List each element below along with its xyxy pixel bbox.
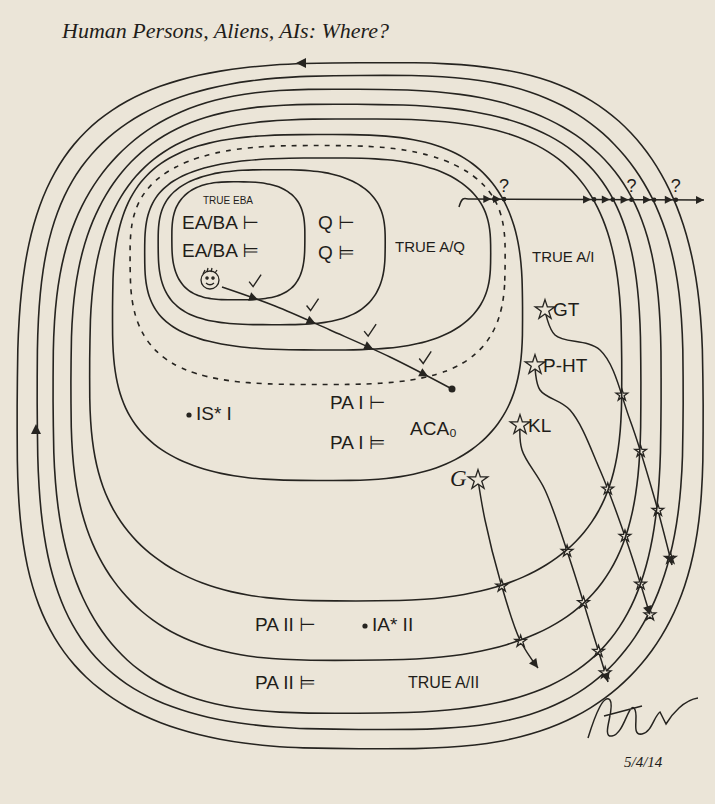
question-mark: ? [499,176,509,197]
check-mark [249,275,261,287]
region-label: Q ⊢ [318,212,355,234]
region-curve [158,170,385,325]
region-curve [145,158,491,350]
trajectory-arrow [222,287,452,389]
face-icon [201,268,219,289]
signature [588,698,698,738]
arrowhead [601,672,610,682]
trajectory-group [31,58,704,682]
arrowhead [602,196,610,204]
region-curve [53,89,661,713]
arrowhead [665,555,674,565]
dashed-curve [130,146,505,385]
region-label: PA I ⊢ [330,392,385,414]
nested-region: PA I ⊢PA I ⊨ACA₀IS* ITRUE A/QQ ⊢Q ⊨TRUE … [112,134,522,480]
theorem-star [510,415,530,434]
face-mouth [206,283,214,285]
nested-region: TRUE A/I PA I ⊢ PA I ⊨ ACA₀ IS* I TRUE A/Q Q ⊢… [90,118,622,600]
title: Human Persons, Aliens, AIs: Where? [62,18,389,43]
nested-region: PA II ⊨TRUE A/IIPA II ⊢IA* IITRUE A/IPA … [54,90,662,714]
face-eye [206,277,208,279]
theorem-star [468,470,488,489]
end-dot [449,386,456,393]
region-outline [112,134,522,480]
arrowhead [363,341,373,349]
region-label: ACA₀ [410,418,457,440]
star-trajectory [545,310,672,565]
check-mark [307,299,319,311]
outer-curve [17,63,703,749]
crossing-star [652,504,664,515]
arrowhead [665,196,673,204]
check-mark [419,351,431,363]
theorem-label: G [450,466,467,492]
nested-region: PA II ⊢ IA* II TRUE A/I PA I ⊢ PA I ⊨ ACA₀ IS*… [72,104,642,660]
point-dot [362,623,367,628]
question-mark: ? [671,176,681,197]
crossing-dot [673,197,678,202]
crossing-star [593,645,605,656]
region-label: EA/BA ⊢ [182,212,259,234]
nested-region: Q ⊢ Q ⊨ TRUE EBA EA/BA ⊢ EA/BA ⊨ [158,170,385,325]
arrowhead [643,196,651,204]
nested-region: TRUE A/Q Q ⊢ Q ⊨ TRUE EBA EA/BA ⊢ EA/BA ⊨ [144,158,490,350]
crossing-dot [652,197,657,202]
region-label: PA II ⊢ [255,614,316,636]
arrowhead [493,195,501,203]
region-label: Q ⊨ [318,242,355,264]
direction-arrowhead [296,58,306,68]
region-label: TRUE A/I [532,248,595,265]
theorem-star [535,300,555,319]
region-outline [72,104,642,660]
arrowhead [529,658,538,668]
star-trajectory [535,365,650,615]
region-label: PA I ⊨ [330,432,385,454]
region-label: TRUE A/Q [395,238,465,255]
theorem-label: GT [553,299,579,321]
direction-arrowhead [31,424,41,434]
region-curve [113,135,523,481]
curve-group [17,63,703,749]
arrowhead [483,195,491,203]
region-curve [90,119,622,601]
arrowhead [643,605,652,615]
theorem-label: KL [528,415,551,437]
check-mark [364,324,376,336]
point-dot [186,412,191,417]
theorem-star [525,355,545,374]
region-label: TRUE A/II [408,674,479,692]
nested-region: TRUE EBA EA/BA ⊢ EA/BA ⊨ [172,182,305,300]
arrowhead [583,195,591,203]
question-mark: ? [627,176,637,197]
region-label: IA* II [372,614,413,636]
region-label: IS* I [196,403,232,425]
arrowhead [306,316,316,324]
date-label: 5/4/14 [624,754,662,771]
region-curve [172,182,305,300]
face-hair [203,268,217,274]
arrowhead [418,368,428,376]
arrowhead [621,196,629,204]
region-label: PA II ⊨ [255,672,316,694]
face-eye [212,277,214,279]
region-curve [71,104,641,660]
region-label: TRUE EBA [203,195,253,207]
star-trajectory [520,425,608,682]
region-outline [90,118,622,600]
outer-curve [37,75,683,729]
region-label: EA/BA ⊨ [182,240,259,262]
arrowhead [696,196,704,204]
theorem-label: P-HT [543,355,587,377]
